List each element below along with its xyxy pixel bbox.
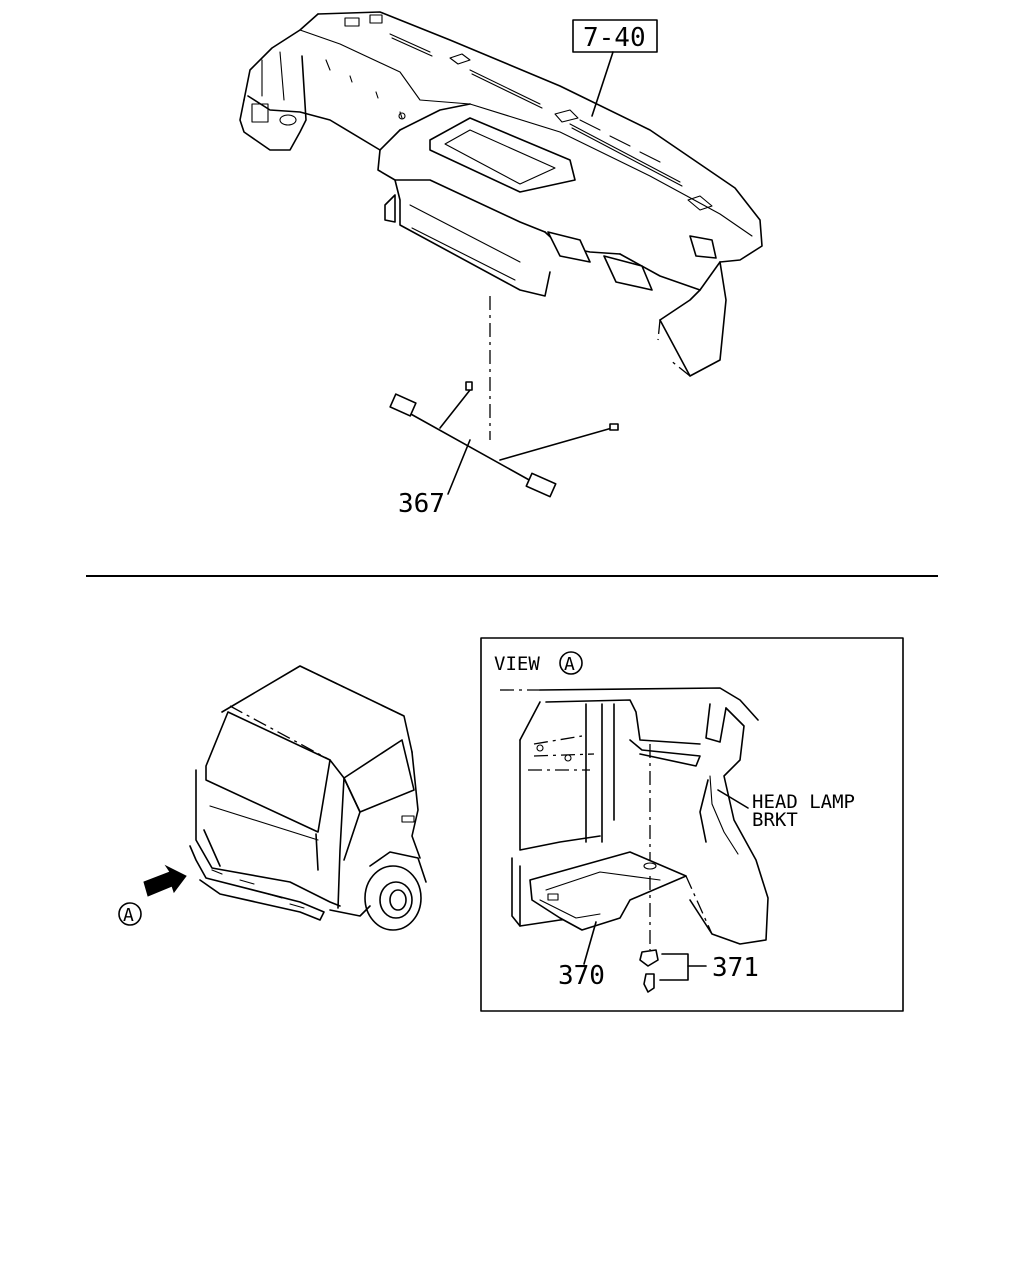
reference-label: 7-40 bbox=[583, 23, 646, 53]
head-lamp-label-line1: HEAD LAMP bbox=[752, 791, 855, 813]
view-title: VIEW bbox=[494, 653, 540, 675]
reference-box-7-40: 7-40 bbox=[572, 19, 658, 117]
truck-cab-drawing bbox=[189, 665, 427, 931]
callout-367: 367 bbox=[398, 489, 445, 519]
view-a-arrow: A bbox=[118, 864, 187, 926]
defroster-slots bbox=[344, 14, 713, 211]
view-marker: A bbox=[564, 654, 575, 675]
wire-harness-367: 367 bbox=[389, 381, 619, 519]
callout-370: 370 bbox=[558, 961, 605, 991]
view-a-panel: VIEW A HEAD LAMP BRKT 370 bbox=[480, 637, 904, 1012]
instrument-panel-drawing bbox=[239, 11, 763, 440]
head-lamp-label-line2: BRKT bbox=[752, 809, 798, 831]
callout-371: 371 bbox=[712, 953, 759, 983]
view-arrow-marker: A bbox=[123, 905, 134, 926]
